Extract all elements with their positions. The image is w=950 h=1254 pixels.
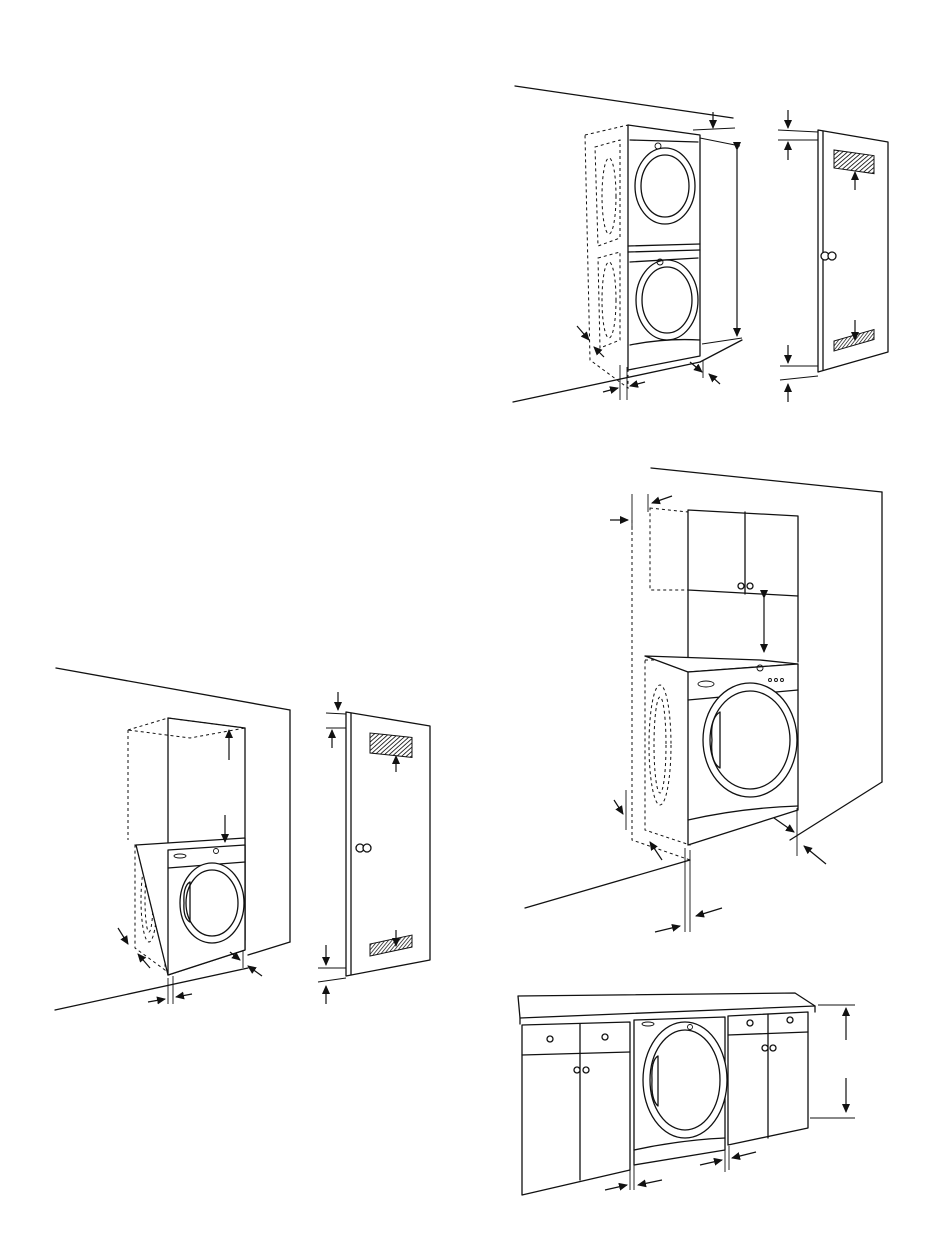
dryer-in-closet xyxy=(136,838,245,975)
closet-door-single xyxy=(318,692,430,1004)
upper-cabinet xyxy=(688,510,798,662)
figure-cabinet-over-dryer xyxy=(525,468,882,932)
dryer-under-counter xyxy=(634,1017,727,1165)
base-cabinet-left xyxy=(522,1022,630,1195)
figure-under-counter xyxy=(518,993,855,1195)
closet-door xyxy=(778,110,888,402)
closet-side-dashed xyxy=(585,125,628,388)
figure-closet-single xyxy=(55,668,430,1010)
stacked-appliance xyxy=(628,125,700,370)
dryer-under-cabinet xyxy=(645,656,798,845)
figure-stacked-closet xyxy=(513,86,888,402)
base-cabinet-right xyxy=(728,1012,808,1145)
cabinet-side-dashed xyxy=(632,508,690,860)
